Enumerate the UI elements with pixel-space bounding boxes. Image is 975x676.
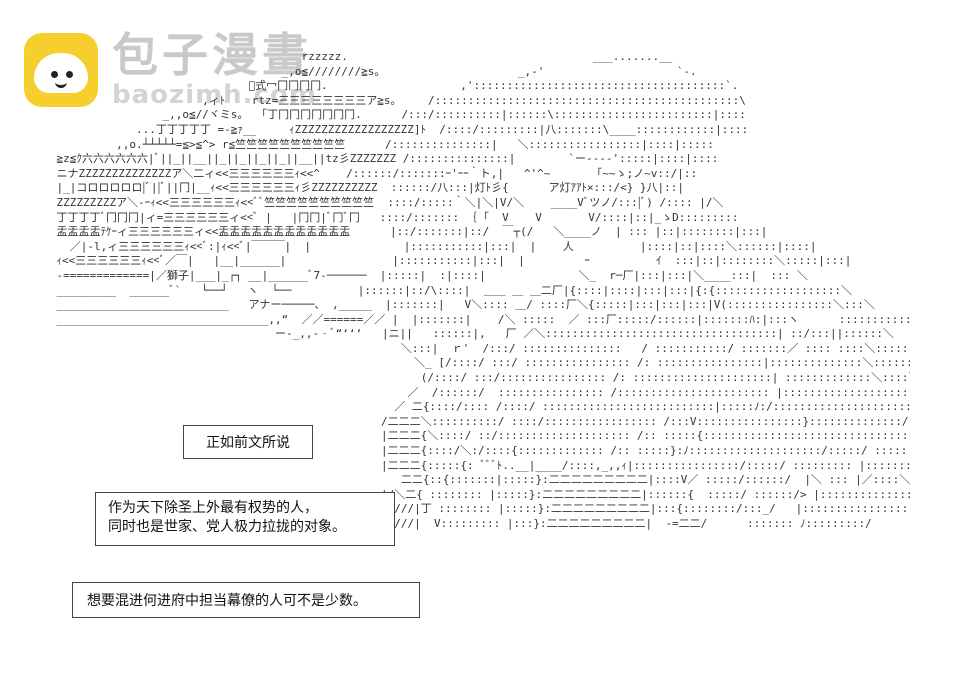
baozi-bun-icon [24, 33, 98, 107]
caption-box-3: 想要混进何进府中担当幕僚的人可不是少数。 [72, 582, 420, 618]
caption-text-2b: 同时也是世家、党人极力拉拢的对象。 [108, 519, 346, 535]
caption-box-2: 作为天下除圣上外最有权势的人， 同时也是世家、党人极力拉拢的对象。 [95, 492, 395, 546]
caption-text-2a: 作为天下除圣上外最有权势的人， [108, 500, 318, 516]
ascii-art-illustration: rzzzzz. ___.......__ _,o≦////////≧s。 _,-… [56, 50, 910, 530]
watermark-text: 包子漫畫 baozimh.com [112, 32, 317, 108]
caption-text-3: 想要混进何进府中担当幕僚的人可不是少数。 [87, 593, 367, 609]
caption-box-1: 正如前文所说 [183, 425, 313, 459]
watermark-title: 包子漫畫 [112, 28, 312, 82]
watermark-domain: baozimh.com [112, 80, 317, 110]
watermark-logo: 包子漫畫 baozimh.com [24, 32, 317, 108]
caption-text-1: 正如前文所说 [206, 435, 290, 451]
